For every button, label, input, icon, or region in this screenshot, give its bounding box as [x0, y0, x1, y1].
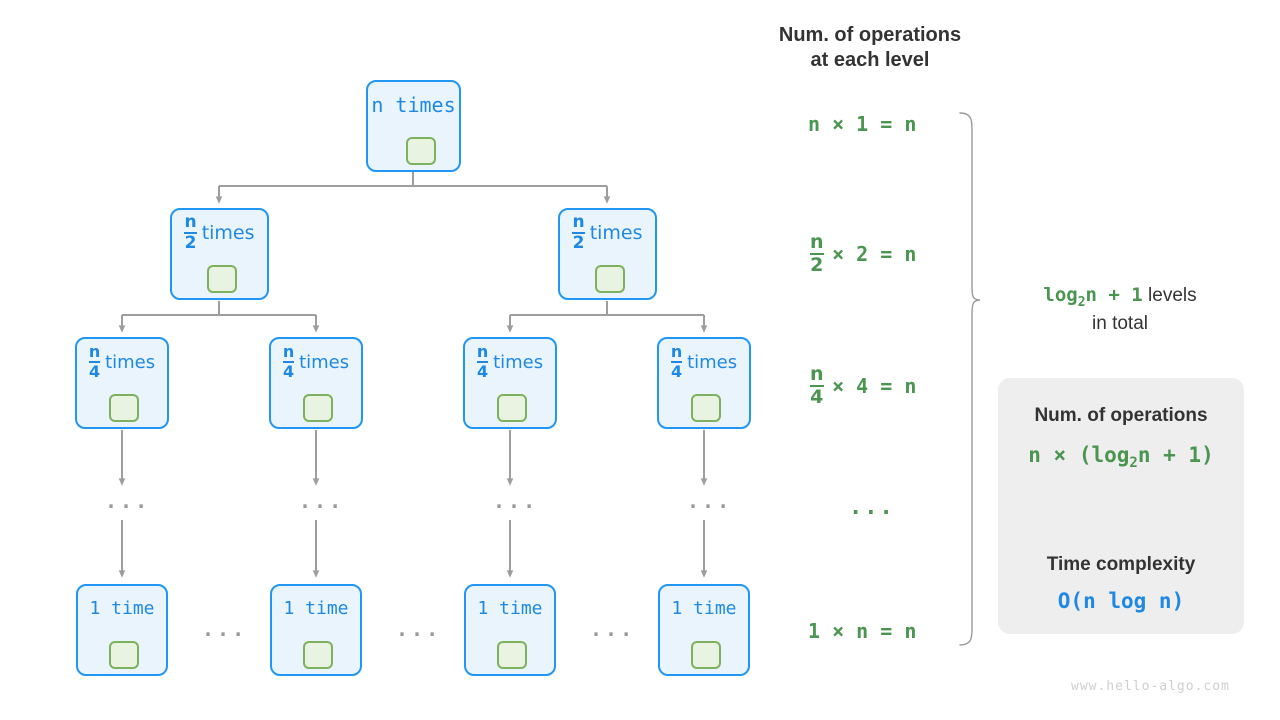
- tree-node-last-1[interactable]: 1 time: [270, 584, 362, 676]
- curly-brace: [959, 112, 981, 646]
- operations-row-3: n 4 × 4 = n: [810, 363, 917, 408]
- tree-node-level3-2[interactable]: n 4 times: [463, 337, 557, 429]
- tree-node-label: n 2 times: [184, 212, 255, 253]
- tree-node-level2-0[interactable]: n 2 times: [170, 208, 269, 300]
- tree-node-label: 1 time: [671, 597, 737, 619]
- operation-square-icon: [109, 394, 139, 422]
- tree-node-label: n 2 times: [572, 212, 643, 253]
- tree-node-label: 1 time: [477, 597, 543, 619]
- operations-row-1: n × 1 = n: [808, 112, 917, 136]
- tree-horizontal-ellipsis-2: ...: [590, 617, 636, 641]
- levels-formula: log2n + 1: [1043, 284, 1143, 310]
- tree-node-level3-3[interactable]: n 4 times: [657, 337, 751, 429]
- tree-node-label: n 4 times: [476, 342, 544, 381]
- operation-square-icon: [691, 641, 721, 669]
- operations-row-last: 1 × n = n: [808, 619, 917, 643]
- tree-node-label: n times: [371, 93, 456, 117]
- operation-square-icon: [691, 394, 721, 422]
- tree-node-label: n 4 times: [282, 342, 350, 381]
- tree-node-level3-1[interactable]: n 4 times: [269, 337, 363, 429]
- panel-num-ops-formula: n × (log2n + 1): [1028, 443, 1214, 472]
- panel-num-ops-title: Num. of operations: [1034, 405, 1208, 426]
- operation-square-icon: [303, 394, 333, 422]
- tree-vertical-ellipsis-1: ...: [299, 489, 345, 513]
- tree-node-label: n 4 times: [670, 342, 738, 381]
- tree-horizontal-ellipsis-1: ...: [396, 617, 442, 641]
- tree-node-level3-0[interactable]: n 4 times: [75, 337, 169, 429]
- tree-horizontal-ellipsis-0: ...: [202, 617, 248, 641]
- panel-complexity-title: Time complexity: [1046, 554, 1196, 575]
- operation-square-icon: [497, 641, 527, 669]
- levels-total-note: log2n + 1 levels in total: [1000, 283, 1240, 336]
- tree-node-label: 1 time: [89, 597, 155, 619]
- tree-node-last-2[interactable]: 1 time: [464, 584, 556, 676]
- panel-complexity-value: O(n log n): [1057, 589, 1185, 613]
- operation-square-icon: [406, 137, 436, 165]
- operation-square-icon: [303, 641, 333, 669]
- operation-square-icon: [207, 265, 237, 293]
- operations-row-2: n 2 × 2 = n: [810, 231, 917, 276]
- levels-text-line2: in total: [1092, 312, 1148, 334]
- tree-node-level2-1[interactable]: n 2 times: [558, 208, 657, 300]
- tree-node-label: 1 time: [283, 597, 349, 619]
- operation-square-icon: [595, 265, 625, 293]
- tree-node-last-3[interactable]: 1 time: [658, 584, 750, 676]
- operation-square-icon: [109, 641, 139, 669]
- page-title: Num. of operations at each level: [778, 24, 962, 71]
- tree-vertical-ellipsis-3: ...: [687, 489, 733, 513]
- summary-panel: Num. of operations n × (log2n + 1) Time …: [998, 378, 1244, 634]
- tree-node-level1-0[interactable]: n times: [366, 80, 461, 172]
- tree-node-label: n 4 times: [88, 342, 156, 381]
- operation-square-icon: [497, 394, 527, 422]
- tree-node-last-0[interactable]: 1 time: [76, 584, 168, 676]
- operations-row-ellipsis: ...: [849, 495, 895, 520]
- levels-text-after: levels: [1142, 285, 1197, 306]
- watermark: www.hello-algo.com: [1071, 679, 1230, 694]
- tree-vertical-ellipsis-0: ...: [105, 489, 151, 513]
- tree-vertical-ellipsis-2: ...: [493, 489, 539, 513]
